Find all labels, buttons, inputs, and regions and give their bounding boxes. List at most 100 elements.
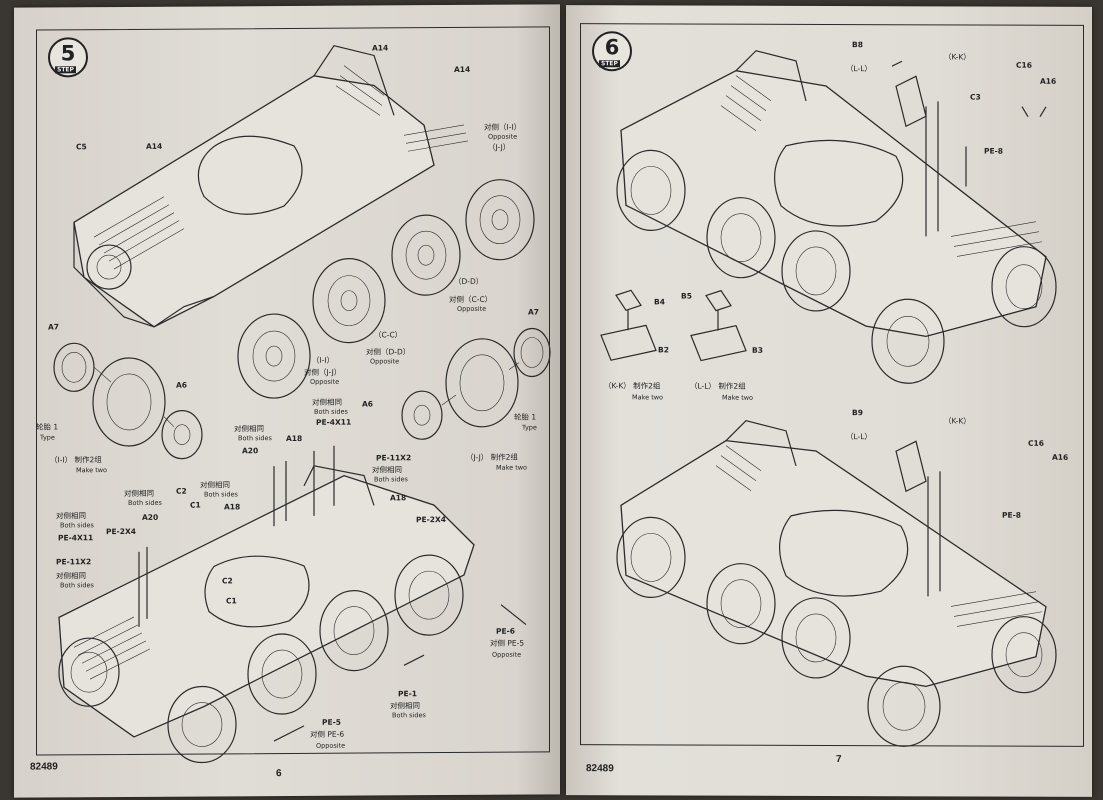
callout-make-two-en: Make two xyxy=(722,393,754,402)
callout-tire-type-en: Type xyxy=(522,423,537,432)
callout-a16: A16 xyxy=(1052,452,1069,462)
callout-a20: A20 xyxy=(142,512,159,522)
callout-dd: （D-D） xyxy=(454,276,484,286)
callout-both-sides-en: Both sides xyxy=(60,581,94,590)
upper-wheels-drawing xyxy=(53,179,551,460)
callout-kk-make-two: （K-K） 制作2组 xyxy=(604,381,661,391)
callout-both-sides: 对侧相同 xyxy=(390,701,420,711)
callout-opposite-ii: 对侧（I-I） xyxy=(484,122,522,132)
callout-make-two-en: Make two xyxy=(76,466,108,475)
page-number: 7 xyxy=(836,754,842,766)
callout-b2: B2 xyxy=(658,345,669,355)
callout-pe-2x4: PE-2X4 xyxy=(416,515,446,525)
callout-c2: C2 xyxy=(222,576,233,586)
callout-a7: A7 xyxy=(528,307,540,317)
callout-pe-8: PE-8 xyxy=(1002,510,1021,520)
callout-pe-4x11: PE-4X11 xyxy=(58,533,94,543)
callout-pe-11x2: PE-11X2 xyxy=(376,453,412,463)
callout-both-sides: 对侧相同 xyxy=(56,571,86,581)
callout-a14: A14 xyxy=(146,141,163,151)
left-page: 5 STEP xyxy=(14,4,560,798)
callout-tire-type: 轮胎 1 xyxy=(36,422,59,432)
callout-make-two: （I-I） 制作2组 xyxy=(50,455,102,465)
callout-c3: C3 xyxy=(970,92,981,102)
callout-both-sides-en: Both sides xyxy=(238,434,272,443)
callout-tire-type: 轮胎 1 xyxy=(514,412,537,422)
callout-c5: C5 xyxy=(76,142,87,152)
callout-c16: C16 xyxy=(1016,60,1032,70)
callout-cc: （C-C） xyxy=(374,330,403,340)
callout-kk: （K-K） xyxy=(944,52,971,62)
callout-both-sides-en: Both sides xyxy=(314,407,348,416)
sub-assembly-drawing xyxy=(600,289,747,362)
callout-pe-11x2: PE-11X2 xyxy=(56,557,92,567)
lower-hull-drawing xyxy=(58,445,527,764)
callout-opposite-jj: 对侧（J-J） xyxy=(304,367,342,377)
callout-both-sides: 对侧相同 xyxy=(124,488,154,498)
callout-both-sides: 对侧相同 xyxy=(372,465,402,475)
lower-hull-drawing xyxy=(616,420,1057,747)
callout-c2: C2 xyxy=(176,486,187,496)
callout-a18: A18 xyxy=(390,493,407,503)
callout-opposite-en: Opposite xyxy=(488,132,518,141)
callout-kk: （K-K） xyxy=(944,416,971,426)
callout-a14: A14 xyxy=(454,64,471,74)
callout-both-sides-en: Both sides xyxy=(204,490,238,499)
callout-a18: A18 xyxy=(286,433,303,444)
callout-opposite-pe-5: 对侧 PE-5 xyxy=(490,638,525,648)
callout-opposite-dd: 对侧（D-D） xyxy=(366,347,411,357)
callout-b9: B9 xyxy=(852,408,863,418)
callout-ii: （I-I） xyxy=(312,355,335,365)
callout-pe-8: PE-8 xyxy=(984,146,1003,156)
callout-c1: C1 xyxy=(190,500,201,510)
callout-opposite-en: Opposite xyxy=(492,650,522,659)
catalog-number: 82489 xyxy=(30,761,58,773)
callout-make-two-en: Make two xyxy=(632,393,664,402)
callout-ll-make-two: （L-L） 制作2组 xyxy=(690,381,746,391)
callout-tire-type-en: Type xyxy=(40,433,55,442)
callout-both-sides-en: Both sides xyxy=(60,521,94,530)
callout-ll: （L-L） xyxy=(846,432,872,442)
callout-pe-5: PE-5 xyxy=(322,717,341,727)
upper-hull-drawing xyxy=(73,45,469,328)
callout-b8: B8 xyxy=(852,40,863,50)
callout-a6: A6 xyxy=(362,399,374,409)
page-number: 6 xyxy=(276,768,282,780)
callout-both-sides: 对侧相同 xyxy=(234,424,264,434)
catalog-number: 82489 xyxy=(586,763,614,775)
callout-pe-6: PE-6 xyxy=(496,626,515,636)
callout-b4: B4 xyxy=(654,297,665,307)
right-page: 6 STEP xyxy=(566,5,1092,797)
callout-make-two: （J-J） 制作2组 xyxy=(466,452,518,462)
callout-opposite-en: Opposite xyxy=(457,304,487,313)
callout-make-two-en: Make two xyxy=(496,463,528,472)
callout-a6: A6 xyxy=(176,380,188,390)
callout-a14: A14 xyxy=(372,43,389,53)
callout-ll: （L-L） xyxy=(846,64,872,74)
callout-b5: B5 xyxy=(681,291,692,301)
callout-a20: A20 xyxy=(242,446,259,456)
callout-jj: （J-J） xyxy=(488,142,511,152)
callout-both-sides-en: Both sides xyxy=(374,475,408,484)
callout-a16: A16 xyxy=(1040,76,1057,86)
callout-opposite-cc: 对侧（C-C） xyxy=(449,294,493,305)
callout-opposite-en: Opposite xyxy=(310,377,340,386)
callout-pe-4x11: PE-4X11 xyxy=(316,417,352,427)
callout-pe-1: PE-1 xyxy=(398,689,417,699)
step-5-diagram xyxy=(53,45,551,764)
callout-both-sides-en: Both sides xyxy=(392,711,426,720)
callout-c16: C16 xyxy=(1028,438,1044,448)
callout-both-sides: 对侧相同 xyxy=(312,397,342,407)
step-6-diagram xyxy=(600,50,1057,747)
callout-both-sides: 对侧相同 xyxy=(200,480,230,490)
callout-c1: C1 xyxy=(226,596,237,606)
callout-a7: A7 xyxy=(48,322,60,332)
upper-hull-drawing xyxy=(616,50,1057,384)
callout-pe-2x4: PE-2X4 xyxy=(106,526,136,537)
callout-both-sides: 对侧相同 xyxy=(56,511,86,521)
callout-b3: B3 xyxy=(752,345,763,355)
callout-opposite-pe-6: 对侧 PE-6 xyxy=(310,729,345,739)
callout-both-sides-en: Both sides xyxy=(128,498,162,507)
callout-opposite-en: Opposite xyxy=(370,357,400,366)
callout-opposite-en: Opposite xyxy=(316,741,346,750)
